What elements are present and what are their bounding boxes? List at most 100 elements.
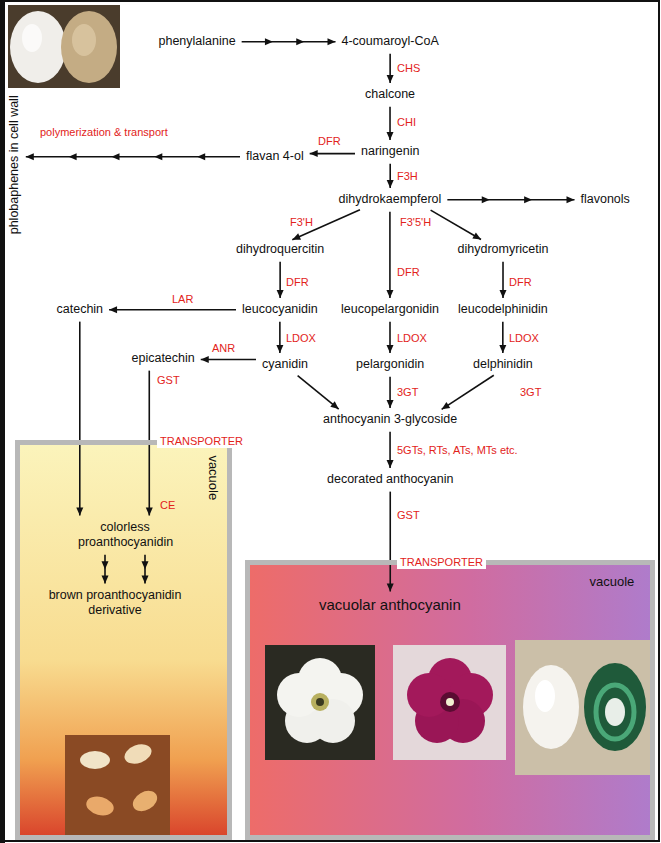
arrow-line bbox=[431, 210, 481, 239]
arrow-head bbox=[387, 345, 394, 353]
compound-name: epicatechin bbox=[132, 351, 195, 367]
arrow-head bbox=[76, 508, 83, 516]
enzyme-label-box: F3H bbox=[397, 170, 418, 183]
arrow-head bbox=[524, 196, 532, 203]
enzyme-label-box: CHI bbox=[397, 116, 416, 129]
pathway-arrow bbox=[277, 262, 284, 298]
arrow-line bbox=[79, 322, 81, 516]
compound-name: leucodelphinidin bbox=[458, 302, 548, 318]
pathway-arrow bbox=[500, 262, 507, 298]
vacuole-fill bbox=[245, 560, 655, 840]
cell-wall-bar bbox=[0, 0, 5, 843]
arrow-line bbox=[242, 41, 336, 43]
arrow-head bbox=[276, 345, 283, 353]
enzyme-label: TRANSPORTER bbox=[160, 435, 243, 448]
arrow-head bbox=[277, 290, 284, 298]
compound-name: colorless proanthocyanidin bbox=[78, 520, 172, 551]
compound-name: leucocyanidin bbox=[242, 302, 318, 318]
compound-node: flavan 4-ol bbox=[243, 148, 307, 166]
enzyme-label: LDOX bbox=[397, 332, 427, 345]
compound-name: naringenin bbox=[361, 144, 419, 160]
arrow-head bbox=[387, 132, 394, 140]
enzyme-label-box: GST bbox=[397, 509, 420, 522]
pathway-arrow bbox=[386, 212, 393, 298]
enzyme-label: ANR bbox=[212, 342, 235, 355]
compound-node: brown proanthocyanidin derivative bbox=[40, 587, 190, 620]
arrow-head bbox=[197, 153, 205, 160]
enzyme-label: 5GTs, RTs, ATs, MTs etc. bbox=[397, 444, 518, 457]
compound-node: leucocyanidin bbox=[239, 301, 321, 319]
enzyme-label: CHI bbox=[397, 116, 416, 129]
enzyme-label: F3'H bbox=[290, 216, 313, 229]
enzyme-label-box: 3GT bbox=[397, 386, 418, 399]
compound-name: chalcone bbox=[365, 87, 415, 103]
compound-name: vacuolar anthocyanin bbox=[319, 596, 461, 615]
arrow-head bbox=[146, 508, 153, 516]
compound-node: anthocyanin 3-glycoside bbox=[320, 411, 460, 429]
pathway-arrow bbox=[447, 196, 574, 203]
enzyme-label-box: TRANSPORTER bbox=[157, 435, 246, 448]
pathway-arrow bbox=[201, 356, 256, 363]
compound-node: leucopelargonidin bbox=[338, 301, 442, 319]
compound-node: chalcone bbox=[362, 86, 418, 104]
vacuole-region: vacuolevacuolar anthocyanin bbox=[245, 560, 655, 840]
arrow-head bbox=[442, 402, 451, 409]
arrow-head bbox=[328, 38, 336, 45]
arrow-head bbox=[386, 290, 393, 298]
enzyme-label-box: DFR bbox=[318, 135, 341, 148]
arrow-line bbox=[298, 376, 339, 410]
kernel-photo bbox=[8, 5, 120, 88]
pathway-arrow bbox=[102, 555, 109, 584]
enzyme-label-box: LAR bbox=[172, 293, 193, 306]
arrow-head bbox=[69, 153, 77, 160]
arrow-line bbox=[26, 156, 240, 158]
enzyme-label: DFR bbox=[286, 276, 309, 289]
arrow-head bbox=[265, 38, 273, 45]
arrow-head bbox=[142, 561, 149, 569]
compound-node: phenylalanine bbox=[156, 33, 239, 51]
arrow-head bbox=[111, 153, 119, 160]
arrow-line bbox=[201, 359, 256, 361]
compound-node: cyanidin bbox=[259, 356, 311, 374]
kernel-photo bbox=[515, 640, 650, 775]
arrow-head bbox=[387, 180, 394, 188]
enzyme-label: polymerization & transport bbox=[40, 126, 168, 139]
pathway-arrow bbox=[242, 38, 336, 45]
enzyme-label: CHS bbox=[397, 62, 420, 75]
vacuole-region: vacuolecolorless proanthocyanidinbrown p… bbox=[15, 440, 232, 840]
enzyme-label-box: polymerization & transport bbox=[40, 126, 168, 139]
arrow-head bbox=[142, 576, 149, 584]
compound-node: naringenin bbox=[358, 143, 422, 161]
arrow-line bbox=[447, 199, 574, 201]
compound-name: brown proanthocyanidin derivative bbox=[43, 588, 187, 619]
pathway-arrow bbox=[387, 432, 394, 468]
arrow-head bbox=[387, 75, 394, 83]
enzyme-label-box: CE bbox=[160, 499, 175, 512]
arrow-head bbox=[387, 584, 394, 592]
enzyme-label-box: LDOX bbox=[397, 332, 427, 345]
arrow-line bbox=[442, 375, 494, 409]
arrow-head bbox=[499, 345, 506, 353]
arrow-head bbox=[109, 306, 117, 313]
pathway-arrow bbox=[387, 107, 394, 140]
enzyme-label-box: F3'H bbox=[290, 216, 313, 229]
arrow-head bbox=[330, 401, 338, 409]
arrow-line bbox=[389, 212, 391, 298]
arrow-head bbox=[26, 153, 34, 160]
arrow-head bbox=[296, 38, 304, 45]
compound-node: catechin bbox=[54, 301, 107, 319]
pathway-arrow bbox=[387, 164, 394, 188]
enzyme-label: DFR bbox=[397, 266, 420, 279]
enzyme-label-box: DFR bbox=[509, 276, 532, 289]
compound-node: decorated anthocyanin bbox=[324, 471, 456, 489]
enzyme-label-box: LDOX bbox=[509, 332, 539, 345]
pathway-arrow bbox=[442, 375, 494, 409]
vacuole-fill bbox=[15, 440, 232, 840]
arrow-head bbox=[472, 232, 481, 239]
compound-node: colorless proanthocyanidin bbox=[75, 519, 175, 552]
compound-node: pelargonidin bbox=[353, 356, 427, 374]
arrow-head bbox=[292, 233, 301, 239]
magenta-petunia-photo bbox=[393, 645, 506, 760]
enzyme-label: F3H bbox=[397, 170, 418, 183]
